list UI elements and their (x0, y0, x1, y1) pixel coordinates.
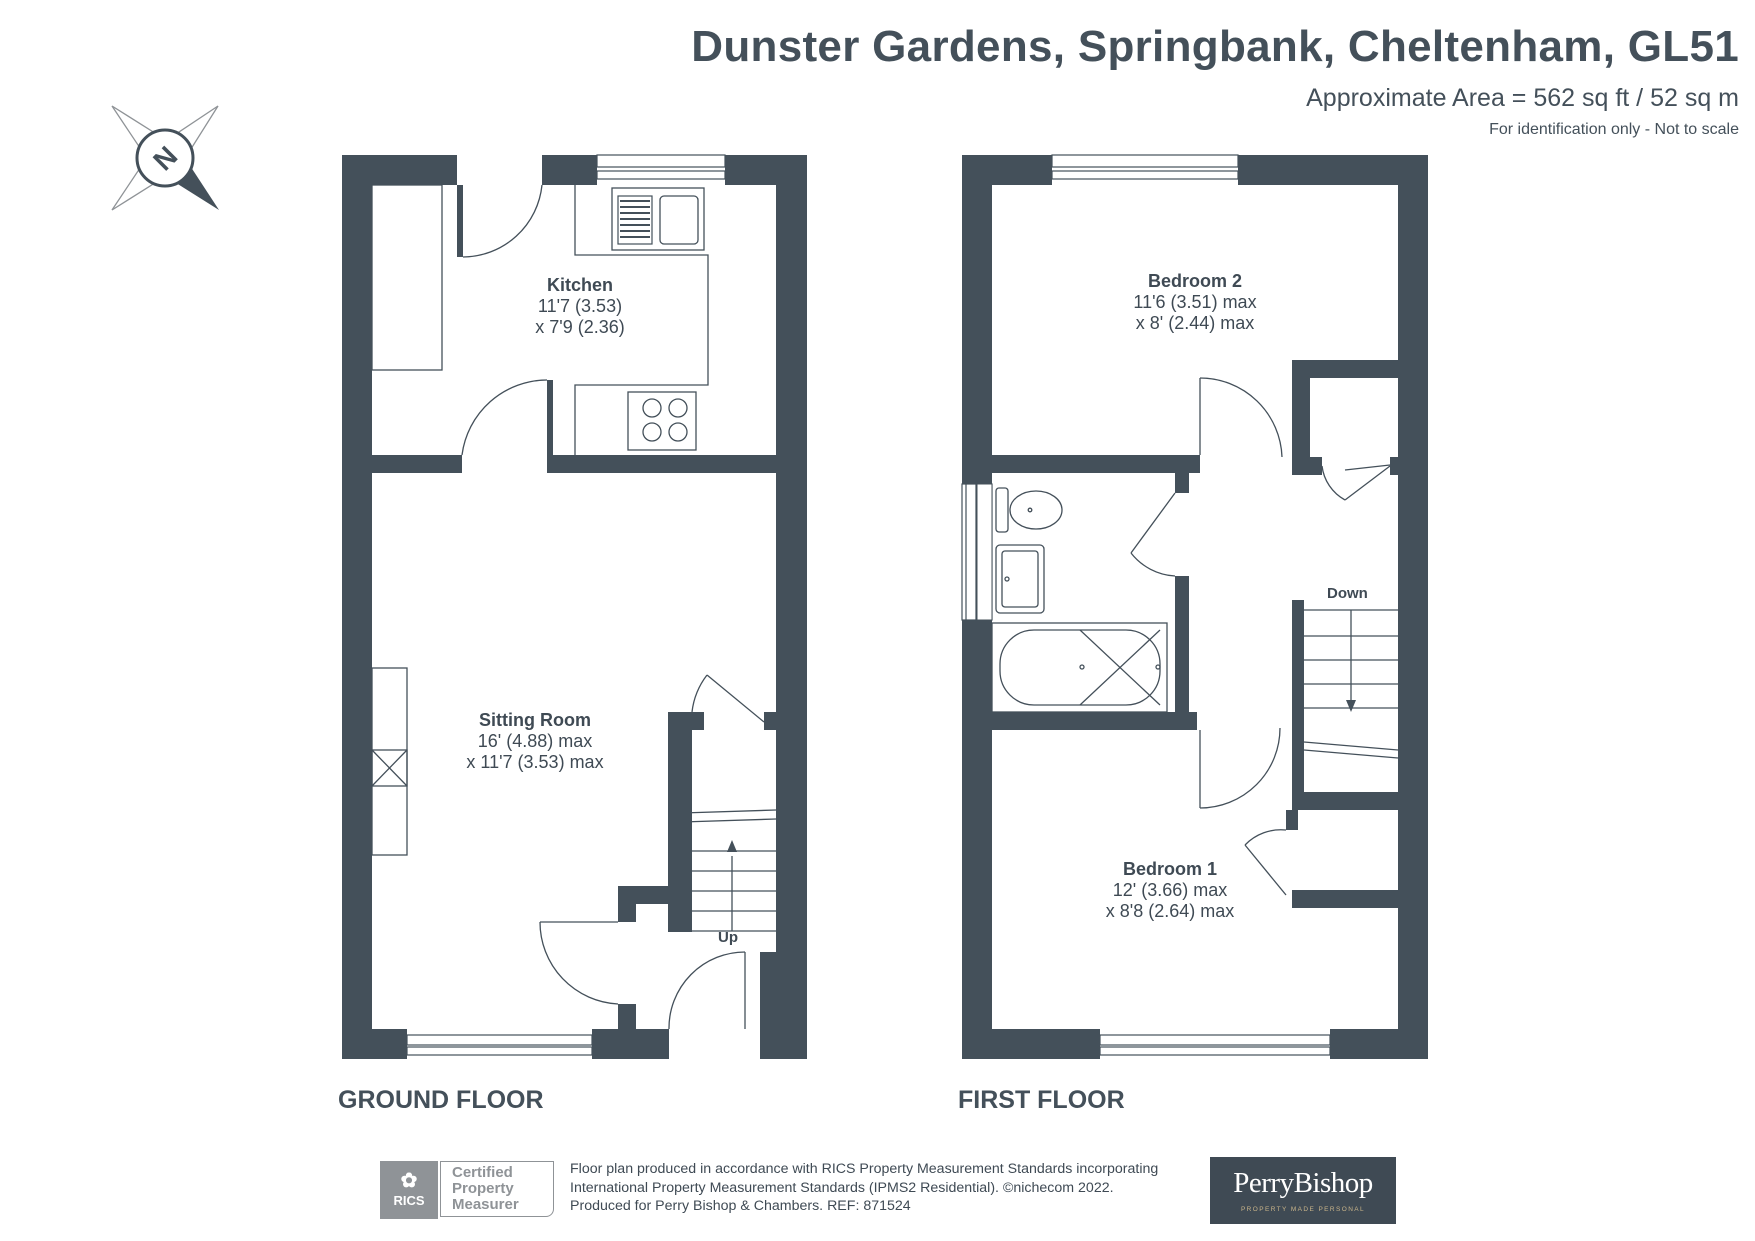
brand-tagline: PROPERTY MADE PERSONAL (1240, 1206, 1366, 1213)
scale-note: For identification only - Not to scale (1489, 121, 1739, 138)
badge-line: Measurer (452, 1196, 519, 1213)
page-title: Dunster Gardens, Springbank, Cheltenham,… (691, 22, 1739, 71)
room-dim: 16' (4.88) max (477, 731, 593, 751)
room-name: Bedroom 1 (1122, 859, 1218, 879)
disclaimer-line: Produced for Perry Bishop & Chambers. RE… (570, 1198, 911, 1214)
room-dim: 11'6 (3.51) max (1133, 292, 1257, 312)
room-dim: x 8' (2.44) max (1135, 313, 1255, 333)
approximate-area: Approximate Area = 562 sq ft / 52 sq m (1306, 84, 1739, 112)
room-name: Bedroom 2 (1147, 271, 1243, 291)
room-dim: x 8'8 (2.64) max (1105, 901, 1235, 921)
first-floor-label: FIRST FLOOR (958, 1086, 1125, 1114)
bedroom-1-label: Bedroom 1 12' (3.66) max x 8'8 (2.64) ma… (1075, 859, 1265, 922)
sitting-room-label: Sitting Room 16' (4.88) max x 11'7 (3.53… (430, 710, 640, 773)
rics-logo: ✿ RICS (380, 1161, 438, 1219)
bedroom-2-label: Bedroom 2 11'6 (3.51) max x 8' (2.44) ma… (1105, 271, 1285, 334)
certified-measurer-badge: Certified Property Measurer (440, 1161, 554, 1217)
room-name: Sitting Room (479, 710, 591, 730)
ground-floor-label: GROUND FLOOR (338, 1086, 544, 1114)
badge-line: Certified (452, 1164, 513, 1181)
perry-bishop-logo: PerryBishop PROPERTY MADE PERSONAL (1210, 1157, 1396, 1224)
room-dim: x 11'7 (3.53) max (466, 752, 604, 772)
room-dim: 12' (3.66) max (1112, 880, 1228, 900)
room-name: Kitchen (546, 275, 613, 295)
measurement-disclaimer: Floor plan produced in accordance with R… (570, 1160, 1210, 1216)
disclaimer-line: International Property Measurement Stand… (570, 1179, 1114, 1196)
north-compass-icon: N (111, 105, 219, 211)
rics-certification: ✿ RICS Certified Property Measurer (380, 1161, 556, 1219)
brand-name: PerryBishop (1233, 1167, 1373, 1199)
stairs-down-label: Down (1327, 585, 1368, 602)
room-dim: x 7'9 (2.36) (535, 317, 625, 337)
room-dim: 11'7 (3.53) (537, 296, 623, 316)
rics-logo-text: RICS (393, 1193, 425, 1208)
stairs-up-label: Up (718, 929, 738, 946)
badge-line: Property (452, 1180, 514, 1197)
disclaimer-line: Floor plan produced in accordance with R… (570, 1161, 1159, 1177)
ground-floor-walls (342, 155, 807, 1059)
kitchen-label: Kitchen 11'7 (3.53) x 7'9 (2.36) (500, 275, 660, 338)
